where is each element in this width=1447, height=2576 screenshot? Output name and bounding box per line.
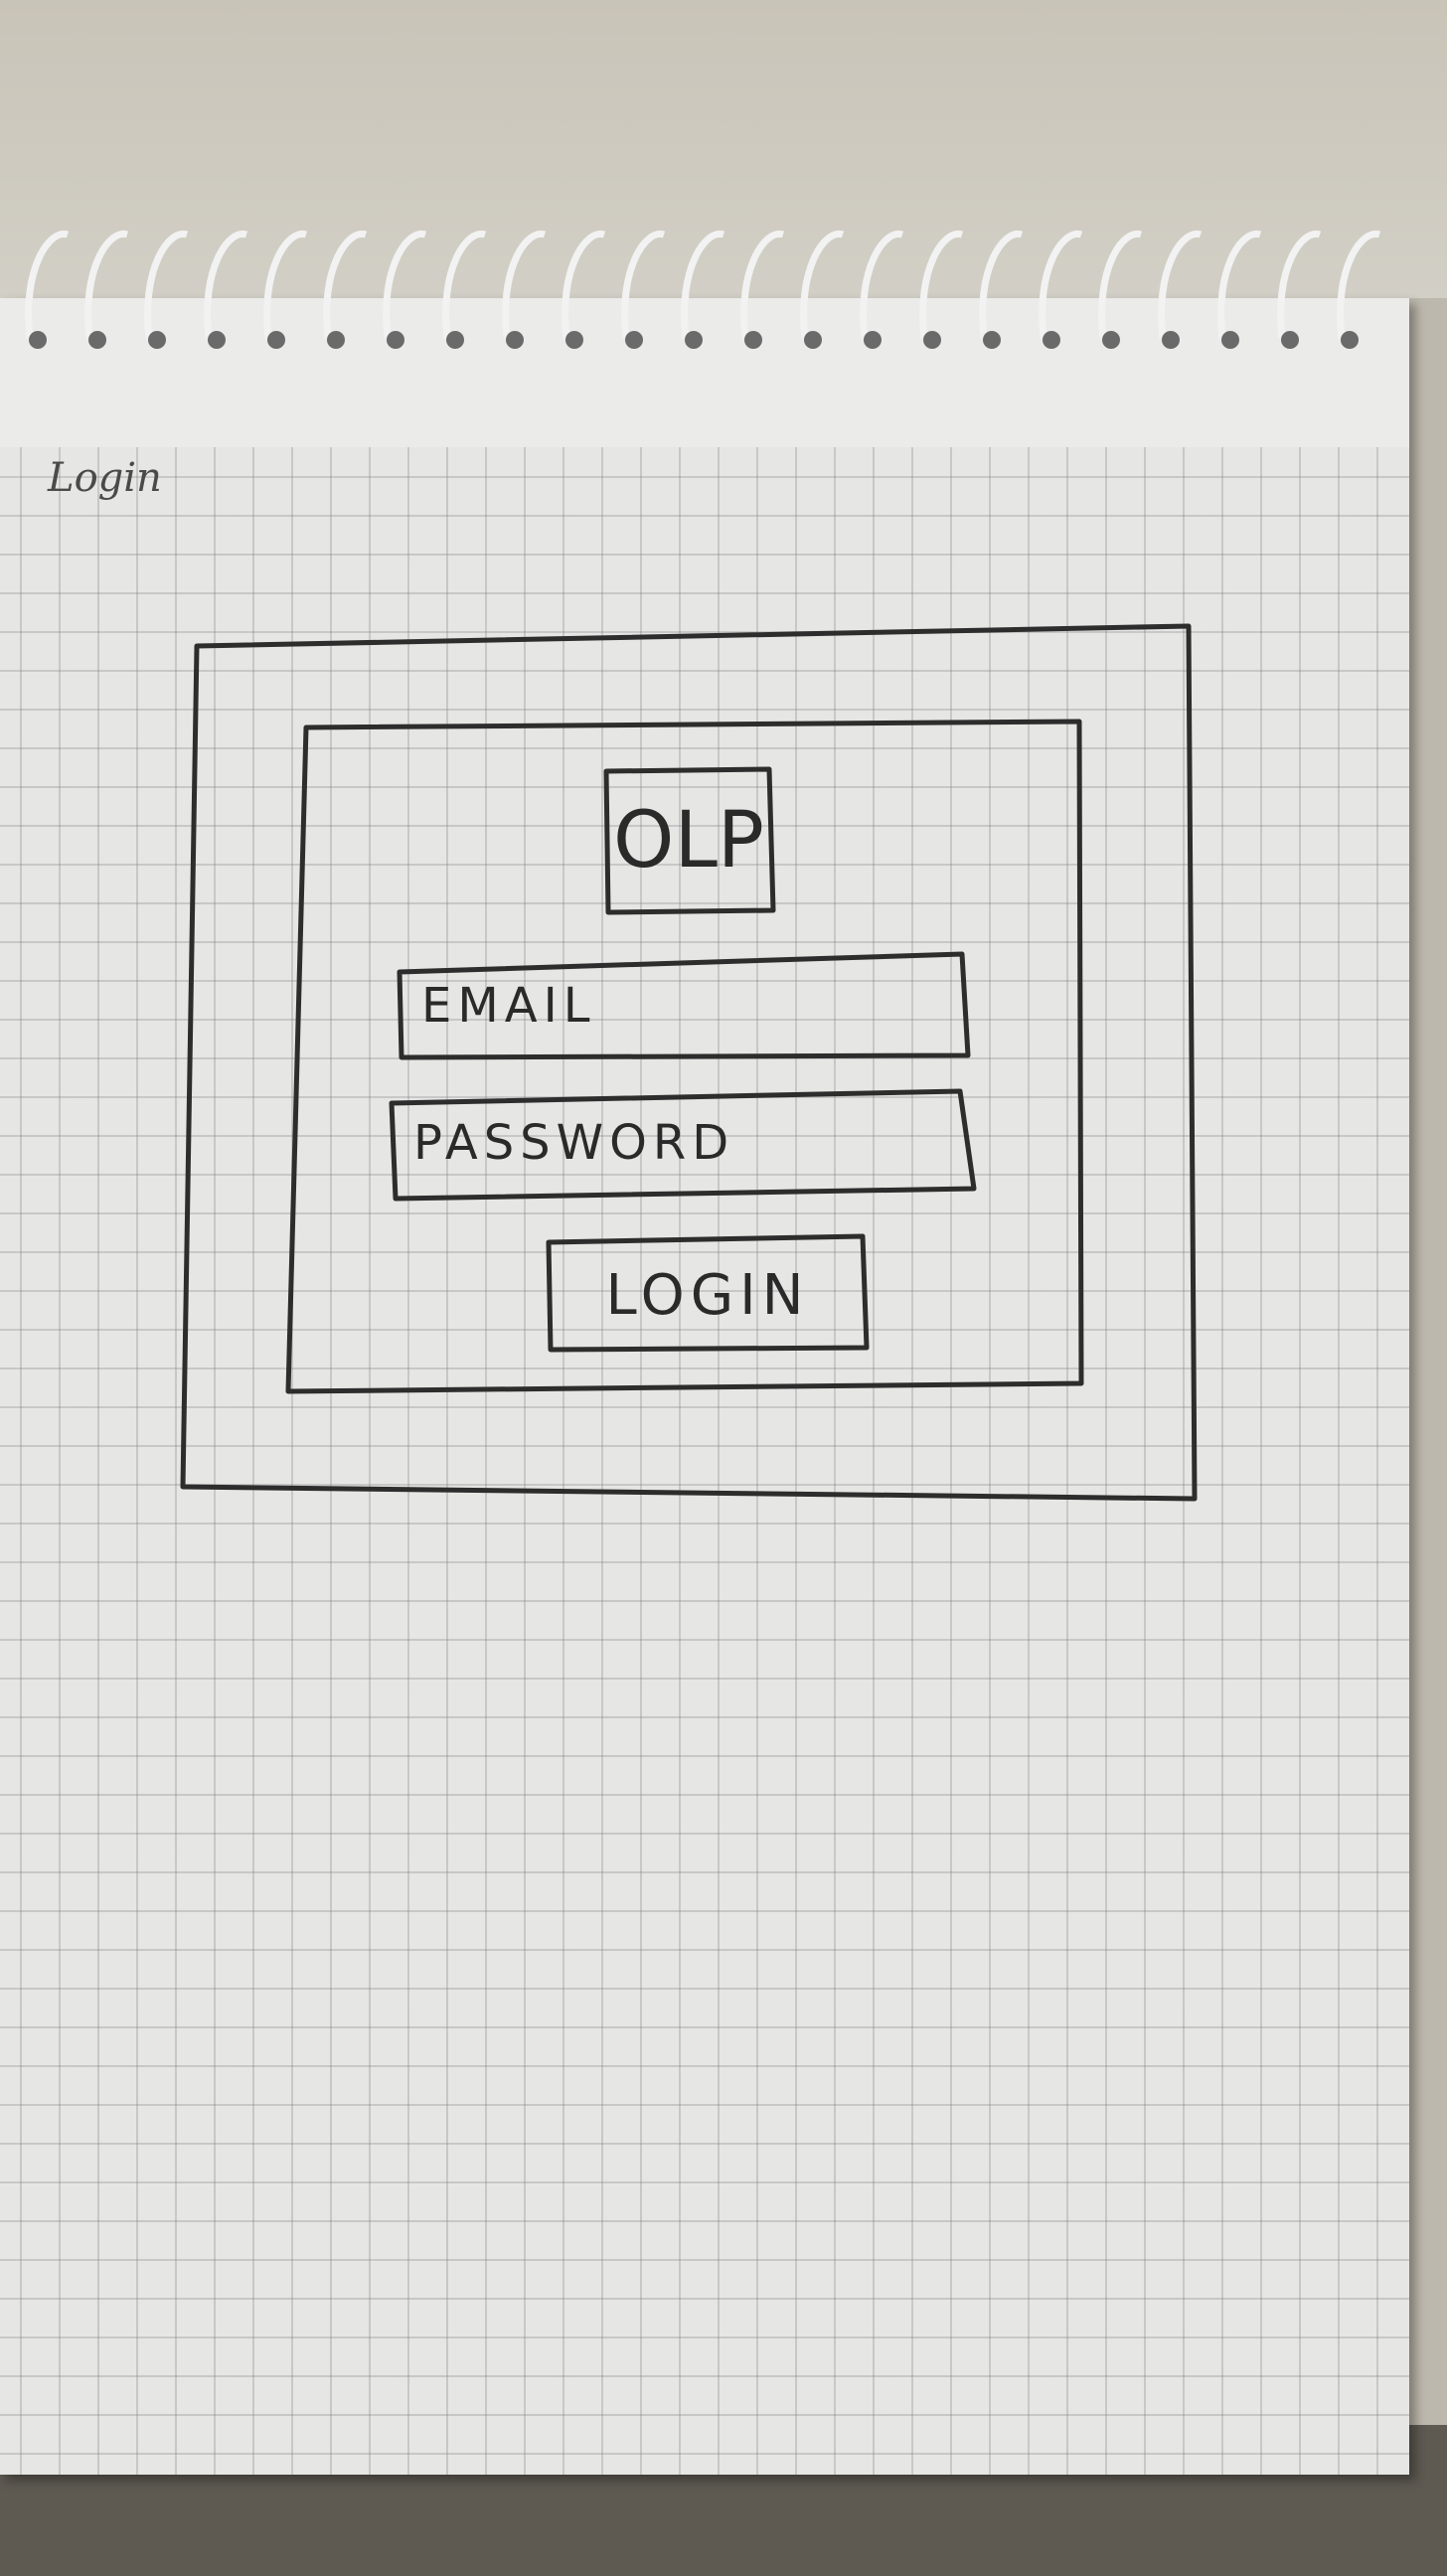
- spiral-ring: [681, 230, 725, 339]
- spiral-binding: [25, 230, 1381, 349]
- spiral-hole: [1281, 331, 1299, 349]
- spiral-ring: [740, 230, 785, 339]
- spiral-hole: [625, 331, 643, 349]
- spiral-hole: [88, 331, 106, 349]
- logo: OLP: [606, 769, 771, 912]
- spiral-ring: [1098, 230, 1143, 339]
- spiral-ring: [502, 230, 547, 339]
- spiral-hole: [685, 331, 703, 349]
- spiral-hole: [148, 331, 166, 349]
- spiral-hole: [1043, 331, 1060, 349]
- spiral-hole: [1102, 331, 1120, 349]
- spiral-ring: [562, 230, 606, 339]
- spiral-hole: [565, 331, 583, 349]
- spiral-ring: [1039, 230, 1083, 339]
- spiral-ring: [144, 230, 189, 339]
- login-button-label: LOGIN: [605, 1262, 810, 1328]
- spiral-hole: [1341, 331, 1359, 349]
- password-input[interactable]: PASSWORD: [392, 1093, 974, 1193]
- spiral-ring: [263, 230, 308, 339]
- spiral-hole: [327, 331, 345, 349]
- login-button[interactable]: LOGIN: [549, 1240, 867, 1350]
- spiral-ring: [979, 230, 1024, 339]
- logo-text: OLP: [613, 796, 764, 886]
- notebook-page: [0, 298, 1409, 2475]
- email-placeholder: EMAIL: [421, 978, 596, 1034]
- spiral-ring: [621, 230, 666, 339]
- spiral-ring: [1337, 230, 1381, 339]
- spiral-ring: [800, 230, 845, 339]
- spiral-ring: [204, 230, 248, 339]
- page-header-strip: [0, 298, 1409, 447]
- spiral-hole: [267, 331, 285, 349]
- spiral-hole: [387, 331, 404, 349]
- password-placeholder: PASSWORD: [413, 1115, 735, 1171]
- spiral-hole: [208, 331, 226, 349]
- spiral-hole: [804, 331, 822, 349]
- spiral-hole: [983, 331, 1001, 349]
- email-input[interactable]: EMAIL: [400, 956, 970, 1055]
- spiral-hole: [923, 331, 941, 349]
- spiral-hole: [864, 331, 882, 349]
- spiral-ring: [25, 230, 70, 339]
- spiral-hole: [1221, 331, 1239, 349]
- spiral-hole: [1162, 331, 1180, 349]
- spiral-hole: [446, 331, 464, 349]
- spiral-ring: [1158, 230, 1203, 339]
- spiral-ring: [860, 230, 904, 339]
- spiral-ring: [442, 230, 487, 339]
- backdrop: [0, 0, 1447, 298]
- spiral-ring: [919, 230, 964, 339]
- page-title: Login: [48, 455, 162, 501]
- spiral-ring: [84, 230, 129, 339]
- spiral-ring: [383, 230, 427, 339]
- spiral-ring: [1217, 230, 1262, 339]
- spiral-hole: [506, 331, 524, 349]
- spiral-ring: [1277, 230, 1322, 339]
- spiral-hole: [29, 331, 47, 349]
- spiral-ring: [323, 230, 368, 339]
- spiral-hole: [744, 331, 762, 349]
